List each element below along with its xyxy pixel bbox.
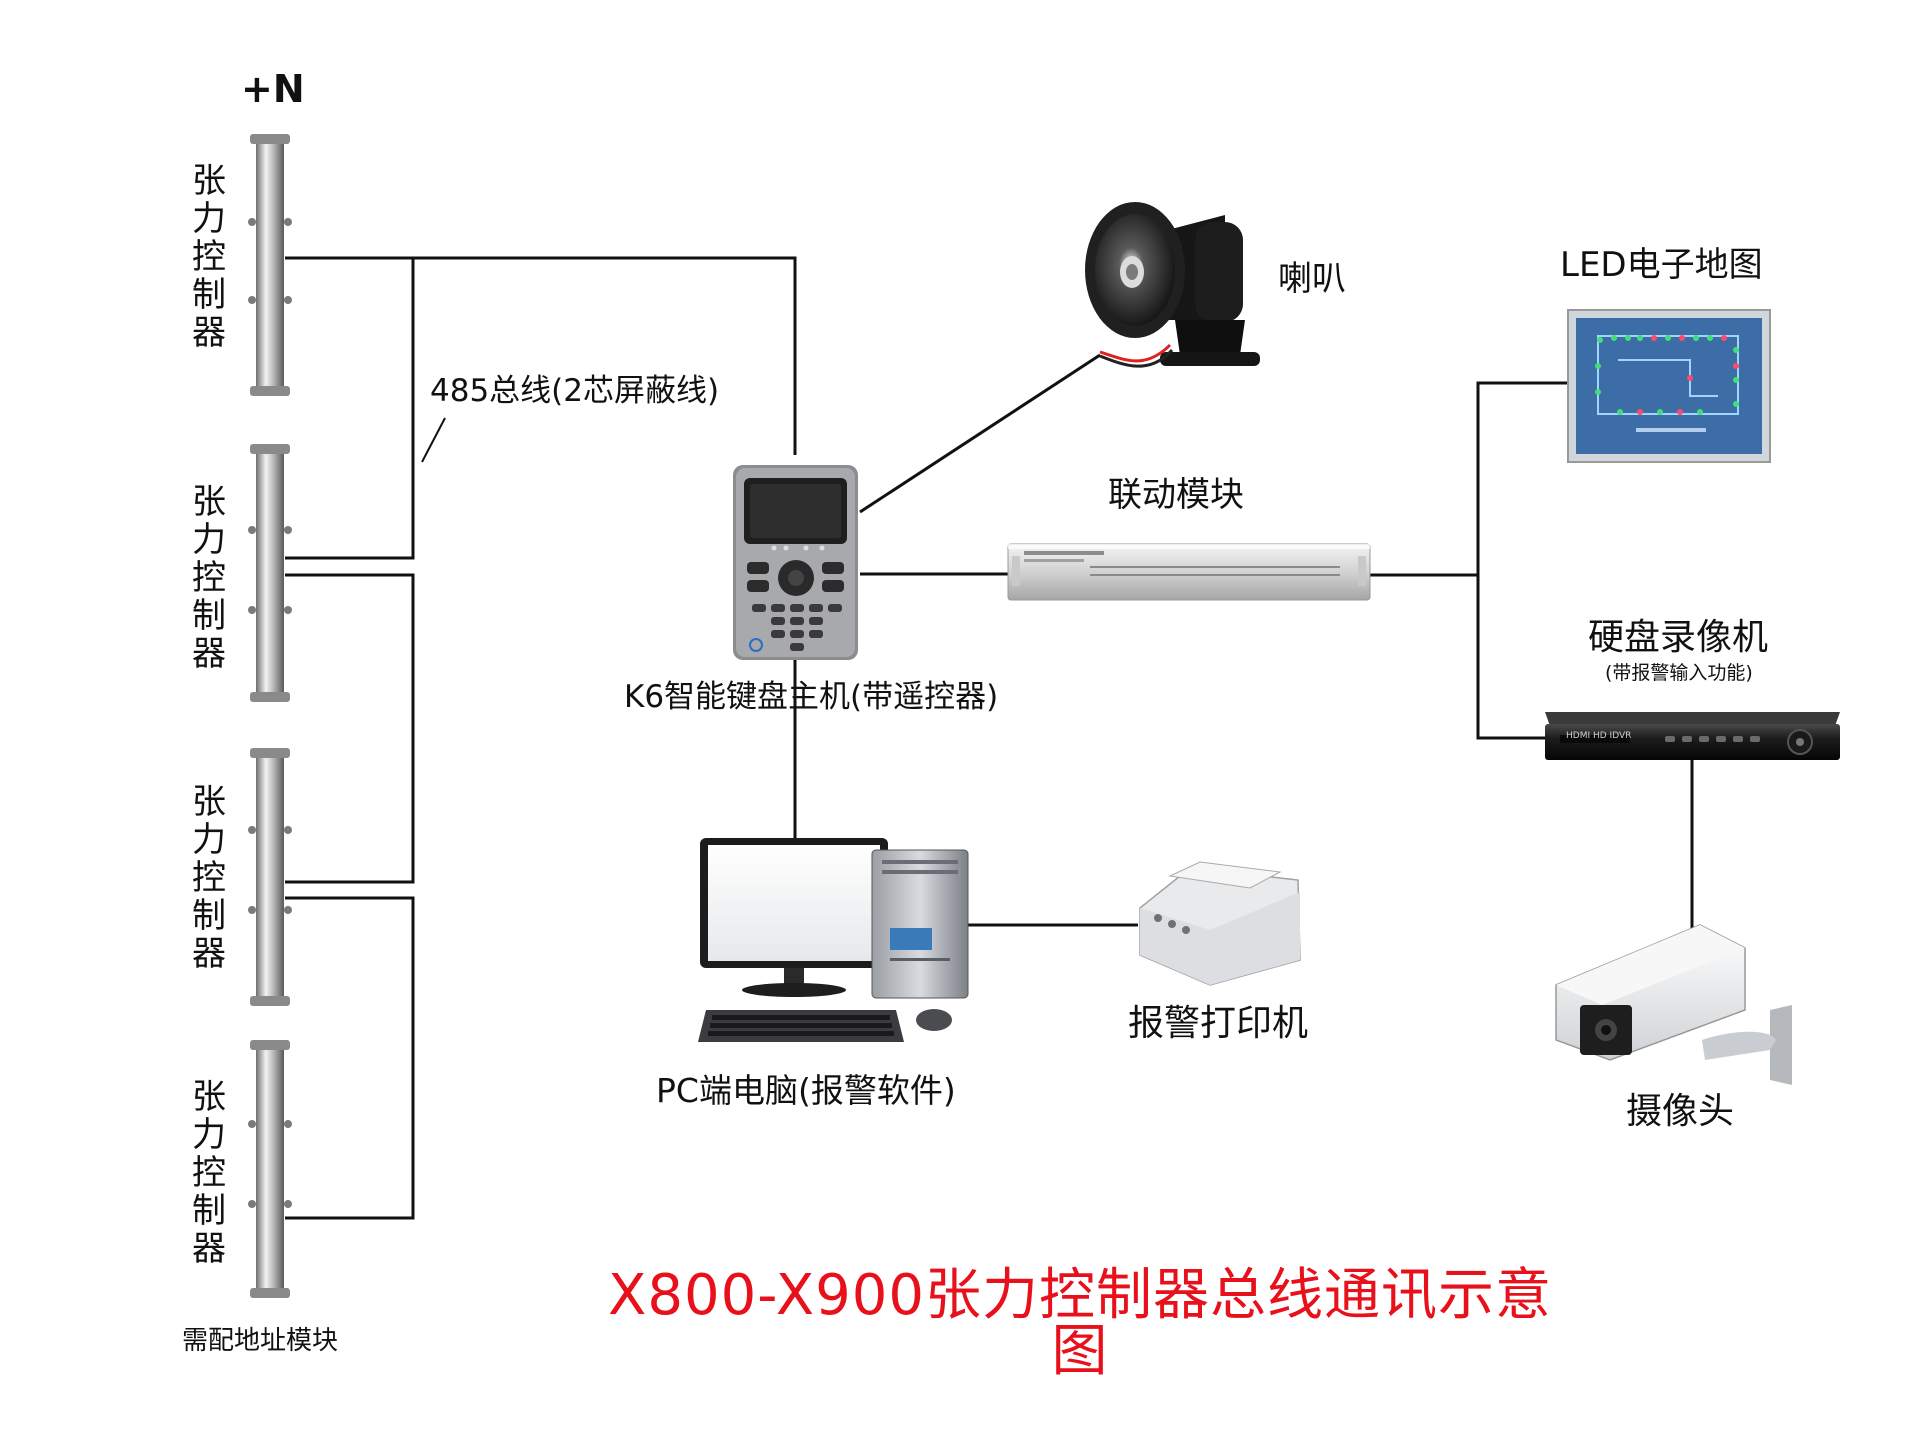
controller-label-1: 张力控制器: [192, 161, 226, 353]
bus-wire-2: [285, 258, 415, 560]
controller-label-3: 张力控制器: [192, 782, 226, 974]
camera-device: [1555, 924, 1792, 1085]
wires: [285, 256, 1694, 1220]
bus-wire-3: [285, 573, 415, 884]
dvr-panel-text: HDMI HD IDVR: [1566, 731, 1632, 741]
controller-label-4: 张力控制器: [192, 1077, 226, 1269]
wire-host-speaker: [859, 353, 1101, 514]
controller-label-2: 张力控制器: [192, 482, 226, 674]
pc-label: PC端电脑(报警软件): [656, 1071, 956, 1110]
led-map-device: [1567, 309, 1771, 463]
pc-device: [698, 838, 969, 1042]
top-marker: +N: [241, 67, 305, 111]
keyboard-host-label: K6智能键盘主机(带遥控器): [624, 679, 999, 715]
dvr-device: [1545, 712, 1840, 760]
controller-pole-3: [248, 748, 292, 1006]
bus-label: 485总线(2芯屏蔽线): [430, 373, 720, 409]
led-map-label: LED电子地图: [1560, 245, 1763, 285]
controller-pole-4: [248, 1040, 292, 1298]
dvr-note: (带报警输入功能): [1605, 662, 1753, 684]
camera-label: 摄像头: [1626, 1091, 1735, 1132]
linkage-module-label: 联动模块: [1108, 475, 1244, 515]
bus-wire-4: [285, 896, 415, 1220]
speaker-label: 喇叭: [1278, 259, 1346, 299]
controller-pole-2: [248, 444, 292, 702]
printer-device: [1139, 861, 1301, 986]
printer-label: 报警打印机: [1128, 1003, 1309, 1044]
diagram-title: X800-X900张力控制器总线通讯示意图: [608, 1263, 1552, 1384]
controller-pole-1: [248, 134, 292, 396]
bus-label-leader: [421, 417, 446, 463]
dvr-label: 硬盘录像机: [1588, 617, 1769, 658]
speaker-icon: [1085, 202, 1260, 368]
wire-led-dvr-bus: [1476, 381, 1568, 740]
keyboard-host-device: [733, 465, 858, 660]
bus-wire-1: [285, 256, 797, 455]
linkage-module-device: [1007, 543, 1371, 601]
bottom-note: 需配地址模块: [182, 1326, 339, 1356]
